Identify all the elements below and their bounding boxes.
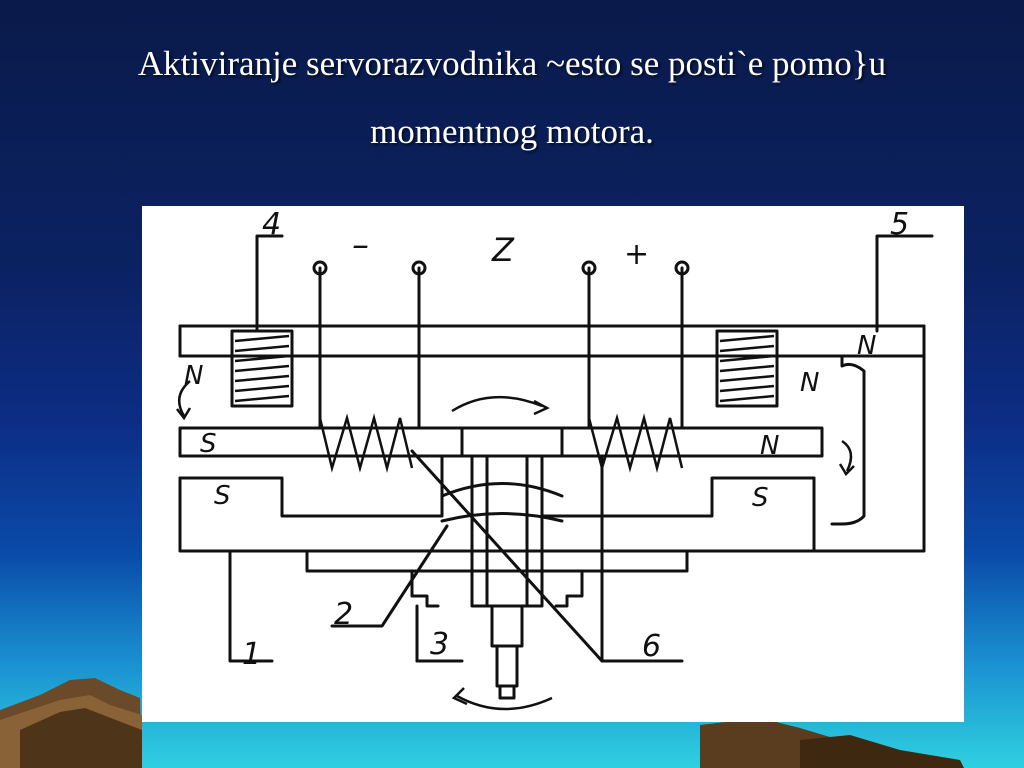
label-part-5: 5 <box>890 207 909 242</box>
title-line-2: momentnog motora. <box>370 112 654 151</box>
label-part-4: 4 <box>262 207 281 242</box>
label-minus: – <box>352 225 369 265</box>
diagram-svg: 4 5 1 2 3 6 – Z + N N N N S S S <box>176 207 934 711</box>
title-line-1: Aktiviranje servorazvodnika ~esto se pos… <box>137 44 887 83</box>
pole-s-right-low: S <box>752 483 769 513</box>
pole-n-left-top: N <box>184 361 203 391</box>
pole-n-right-upper: N <box>800 368 819 398</box>
slide-title: Aktiviranje servorazvodnika ~esto se pos… <box>40 30 984 166</box>
label-part-6: 6 <box>642 629 661 664</box>
label-plus: + <box>624 237 649 272</box>
mountain-landscape <box>0 678 964 768</box>
pole-n-right-mid: N <box>760 431 779 461</box>
label-z: Z <box>491 231 515 269</box>
label-part-3: 3 <box>430 627 449 662</box>
label-part-2: 2 <box>334 597 353 632</box>
pole-s-left-mid: S <box>200 429 217 459</box>
label-part-1: 1 <box>242 637 261 672</box>
pole-n-right-top: N <box>857 331 876 361</box>
torque-motor-diagram: 4 5 1 2 3 6 – Z + N N N N S S S <box>142 206 964 722</box>
pole-s-left-low: S <box>214 481 231 511</box>
